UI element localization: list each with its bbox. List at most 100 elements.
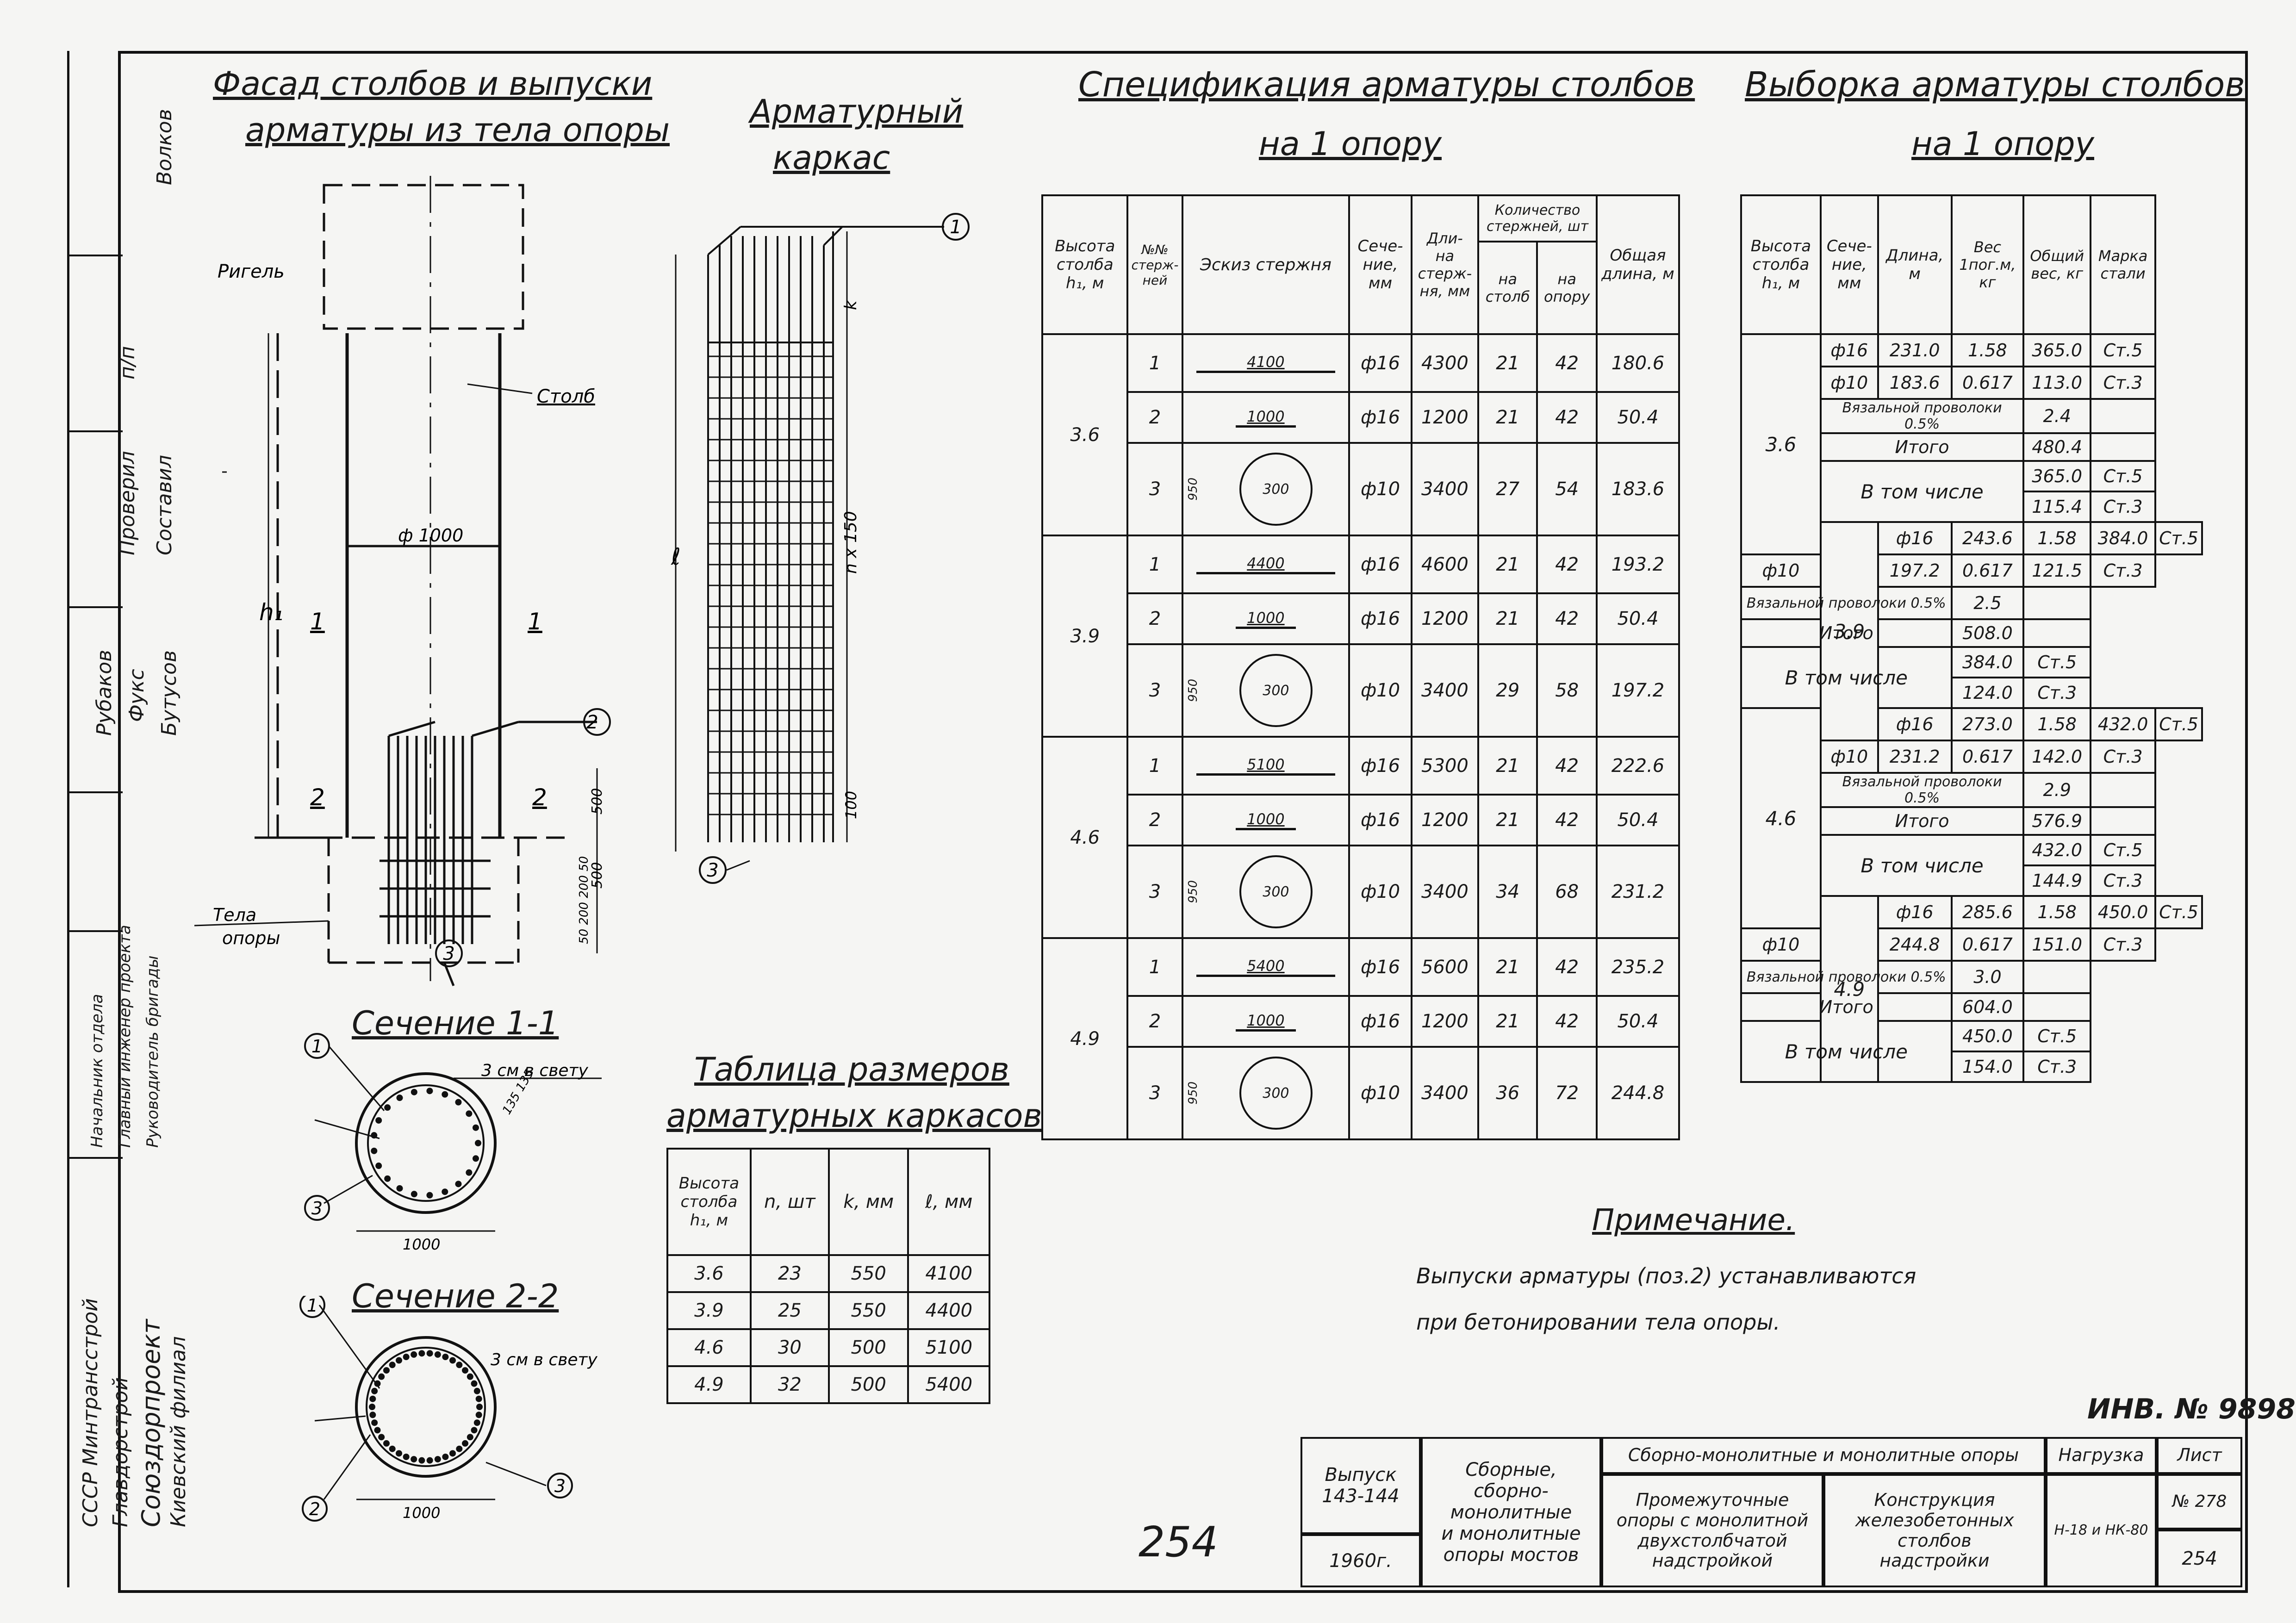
side-role2: Главный инженер проекта <box>116 925 134 1148</box>
rebar-dot <box>411 1088 417 1095</box>
cage-drawing: 1 3 ℓ n x 150 k 100 <box>671 213 970 884</box>
spec-count-opora: 54 <box>1536 442 1598 536</box>
spec-h-count-stolb: на столб <box>1477 241 1538 335</box>
rebar-dot <box>472 1124 479 1131</box>
rebar-dot <box>384 1104 391 1111</box>
spec-sketch: 4100 <box>1181 333 1350 393</box>
rebar-dot <box>442 1188 448 1195</box>
spec-count-opora: 72 <box>1536 1046 1598 1140</box>
rebar-dot <box>374 1427 381 1434</box>
cage-label-k: k <box>841 299 860 310</box>
spec-section: ф16 <box>1348 937 1412 997</box>
rebar-dot <box>374 1380 381 1387</box>
spec-height: 3.9 <box>1041 535 1129 738</box>
select-incl-weight: 154.0 <box>1950 1051 2025 1083</box>
spec-h-height: Высота столба h₁, м <box>1041 194 1129 335</box>
spec-num: 1 <box>1126 535 1183 594</box>
spec-sketch: 5100 <box>1181 736 1350 796</box>
stamp-subject: Промежуточные опоры с монолитной двухсто… <box>1601 1474 1823 1587</box>
label-diameter: ф 1000 <box>398 525 463 546</box>
spec-count-opora: 42 <box>1536 391 1598 444</box>
sketch-bar: 4400 <box>1196 554 1335 574</box>
label-mark1-right: 1 <box>528 608 542 635</box>
sizes-h-height: Высота столба h₁, м <box>666 1148 752 1256</box>
spec-num: 3 <box>1126 643 1183 738</box>
spec-count-opora: 68 <box>1536 845 1598 939</box>
spec-total: 244.8 <box>1595 1046 1680 1140</box>
sec1-clear: 3 см в свету <box>481 1061 589 1080</box>
label-callout2: 2 <box>586 712 598 733</box>
spec-count-opora: 42 <box>1536 794 1598 846</box>
select-incl-weight: 144.9 <box>2022 864 2092 897</box>
spec-num: 3 <box>1126 845 1183 939</box>
rebar-dot <box>475 1395 482 1402</box>
select-weight: 142.0 <box>2022 740 2092 774</box>
spec-length: 1200 <box>1410 794 1480 846</box>
stamp-series-1: Сборные, <box>1465 1459 1557 1480</box>
stamp-element-3: столбов <box>1898 1530 1972 1551</box>
select-wire: 2.9 <box>2022 772 2092 808</box>
stamp-element-2: железобетонных <box>1855 1510 2014 1530</box>
rebar-dot <box>434 1456 441 1463</box>
select-incl-steel: Ст.3 <box>2022 677 2092 709</box>
sketch-950: 950 <box>1186 478 1200 501</box>
rebar-dot <box>426 1192 433 1199</box>
stamp-page: 254 <box>2157 1530 2242 1587</box>
sketch-950: 950 <box>1186 679 1200 702</box>
rebar-dot <box>426 1088 433 1094</box>
spec-count-stolb: 34 <box>1477 845 1538 939</box>
note-line1: Выпуски арматуры (поз.2) устанавливаются <box>1416 1263 1916 1288</box>
select-total-label: Итого <box>1740 992 1953 1022</box>
sizes-table: Высота столба h₁, м n, шт k, мм ℓ, мм 3.… <box>666 1148 990 1404</box>
select-unit: 0.617 <box>1950 927 2025 962</box>
sizes-l: 4400 <box>907 1291 990 1330</box>
select-steel: Ст.3 <box>2090 366 2157 400</box>
label-stolb: Столб <box>537 386 595 407</box>
select-total: 576.9 <box>2022 806 2092 836</box>
rebar-dot <box>396 1094 403 1101</box>
rebar-dot <box>467 1434 473 1441</box>
stamp-vypusk-value: 143-144 <box>1322 1486 1400 1507</box>
spec-sketch: 1000 <box>1181 995 1350 1048</box>
spec-length: 3400 <box>1410 1046 1480 1140</box>
select-length: 285.6 <box>1950 895 2025 929</box>
spec-section: ф10 <box>1348 845 1412 939</box>
select-incl-weight: 115.4 <box>2022 491 2092 523</box>
spec-h-length: Дли- на стерж- ня, мм <box>1410 194 1480 335</box>
spec-section: ф10 <box>1348 643 1412 738</box>
title-facade-1: Фасад столбов и выпуски <box>213 65 653 103</box>
side-pp: п/п <box>116 346 139 379</box>
spec-section: ф10 <box>1348 442 1412 536</box>
select-section: ф10 <box>1740 553 1822 588</box>
spec-length: 3400 <box>1410 442 1480 536</box>
sketch-bar: 1000 <box>1235 810 1296 830</box>
rebar-dot <box>396 1357 402 1364</box>
spec-total: 50.4 <box>1595 391 1680 444</box>
rebar-dot <box>449 1450 456 1457</box>
select-total-empty <box>2022 992 2092 1022</box>
stamp-sheet: № 278 <box>2157 1474 2242 1530</box>
select-length: 231.0 <box>1877 333 1953 367</box>
select-incl-steel: Ст.5 <box>2090 834 2157 866</box>
sketch-bar: 1000 <box>1235 1012 1296 1032</box>
rebar-dot <box>371 1387 378 1394</box>
side-checked: Проверил <box>116 451 139 555</box>
select-length: 231.2 <box>1877 740 1953 774</box>
side-role3: Руководитель бригады <box>143 955 162 1148</box>
spec-count-stolb: 21 <box>1477 333 1538 393</box>
spec-total: 180.6 <box>1595 333 1680 393</box>
select-wire-row: Вязальной проволоки 0.5%3.0 <box>1740 960 2202 994</box>
rebar-dot <box>389 1362 396 1368</box>
select-wire-empty <box>2022 960 2092 994</box>
sketch-bar: 4100 <box>1196 353 1335 373</box>
spec-section: ф16 <box>1348 736 1412 796</box>
